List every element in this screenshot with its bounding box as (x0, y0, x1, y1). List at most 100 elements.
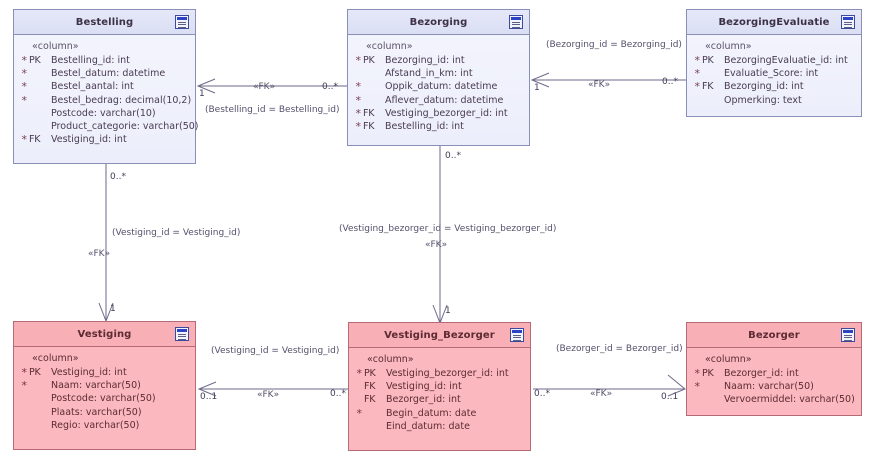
attr-name: Vestiging_id: int (51, 367, 127, 378)
attr-marker: * (694, 367, 701, 380)
fk-stereotype: «FK» (253, 82, 276, 92)
attr-name: Vestiging_bezorger_id: int (385, 107, 508, 119)
attr-kind: FK (363, 121, 375, 133)
table-icon[interactable] (175, 15, 189, 29)
entity-title: BezorgingEvaluatie (718, 16, 830, 28)
attr-name: Bestelling_id: int (51, 55, 130, 66)
table-icon[interactable] (509, 15, 523, 29)
attr-kind (27, 120, 49, 133)
attr-marker: * (21, 366, 28, 379)
attr-kind (27, 80, 49, 93)
entity-header: BezorgingEvaluatie (687, 10, 861, 35)
attribute-row: *Bestel_aantal: int (14, 80, 195, 93)
attr-marker: * (694, 380, 701, 394)
attribute-row: Vervoermiddel: varchar(50) (687, 393, 861, 406)
attr-marker (14, 120, 27, 133)
multiplicity-source: 0..* (662, 77, 678, 87)
stereotype-label: «column» (366, 41, 413, 52)
relationship-condition: (Vestiging_bezorger_id = Vestiging_bezor… (339, 224, 557, 234)
entity-header: Bezorging (348, 10, 529, 35)
fk-stereotype: «FK» (588, 80, 611, 90)
multiplicity-target: 0..1 (661, 392, 679, 402)
attr-marker (349, 380, 362, 393)
attr-marker: * (694, 80, 701, 94)
attr-kind (700, 380, 722, 393)
entity-title: Bestelling (75, 16, 134, 28)
multiplicity-target: 1 (110, 304, 116, 314)
attr-marker: * (355, 54, 362, 67)
table-icon[interactable] (510, 328, 524, 342)
multiplicity-source: 0..* (110, 172, 126, 182)
attr-marker: * (21, 93, 28, 107)
attribute-row: Plaats: varchar(50) (14, 406, 195, 419)
multiplicity-source: 0..* (322, 82, 338, 92)
attr-kind (361, 94, 383, 107)
attr-marker: * (356, 406, 363, 420)
attr-marker: * (694, 67, 701, 81)
attr-marker (348, 67, 361, 80)
relationship-condition: (Bezorging_id = Bezorging_id) (546, 40, 682, 50)
attribute-row: Product_categorie: varchar(50) (14, 120, 199, 133)
attr-name: Opmerking: text (724, 94, 802, 106)
stereotype-label: «column» (705, 41, 752, 52)
attribute-row: *Aflever_datum: datetime (348, 94, 529, 107)
attr-kind (27, 419, 49, 432)
attr-kind (27, 406, 49, 419)
attr-name: Oppik_datum: datetime (385, 81, 498, 93)
attr-marker: * (21, 80, 28, 94)
multiplicity-source: 0..* (445, 151, 461, 161)
attr-marker (687, 94, 700, 107)
entity-header: Vestiging (14, 322, 195, 347)
attr-kind: FK (364, 394, 376, 406)
attr-kind (700, 94, 722, 107)
attr-marker: * (21, 54, 28, 67)
attr-kind (362, 420, 384, 433)
multiplicity-source: 0..* (330, 389, 346, 399)
attr-marker (349, 420, 362, 433)
attribute-row: *PK Bestelling_id: int (14, 54, 195, 67)
attr-marker: * (694, 54, 701, 67)
entity-header: Bestelling (14, 10, 195, 35)
attr-name: Product_categorie: varchar(50) (51, 121, 199, 133)
attr-kind: FK (364, 381, 376, 393)
attr-marker: * (355, 106, 362, 120)
attribute-row: *Naam: varchar(50) (687, 380, 861, 393)
attr-kind (27, 107, 49, 120)
entity-title: Vestiging_Bezorger (384, 329, 495, 341)
attr-name: Plaats: varchar(50) (51, 406, 142, 418)
relationship-condition: (Vestiging_id = Vestiging_id) (211, 346, 340, 356)
attr-kind: PK (364, 368, 376, 379)
attr-kind (362, 407, 384, 420)
attribute-row: *Naam: varchar(50) (14, 379, 195, 392)
attr-marker: * (21, 67, 28, 81)
attr-name: Postcode: varchar(10) (51, 107, 156, 119)
entity-header: Vestiging_Bezorger (349, 323, 530, 348)
multiplicity-source: 0..* (534, 389, 550, 399)
fk-stereotype: «FK» (425, 240, 448, 250)
table-icon[interactable] (841, 15, 855, 29)
attr-kind (27, 94, 49, 107)
attr-name: Vervoermiddel: varchar(50) (724, 394, 855, 406)
attr-kind: PK (29, 55, 41, 66)
table-icon[interactable] (175, 327, 189, 341)
table-icon[interactable] (841, 328, 855, 342)
attr-marker (14, 392, 27, 405)
